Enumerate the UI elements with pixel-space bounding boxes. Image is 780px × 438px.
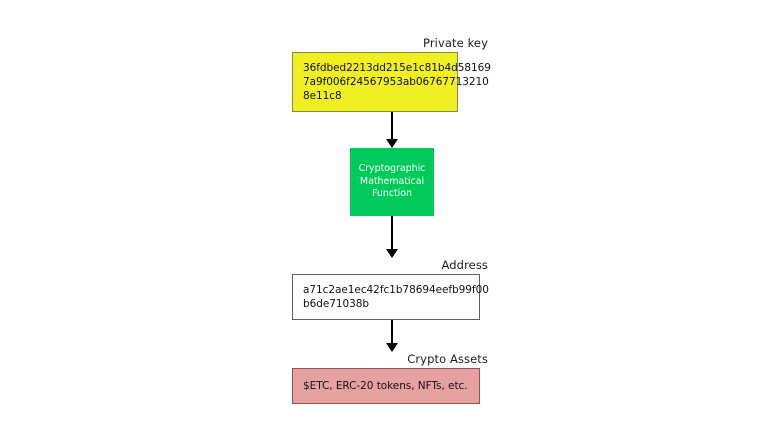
arrow-function-to-address [292,216,492,258]
private-key-value-line-3: 8e11c8 [303,90,342,102]
crypto-assets-label-row: Crypto Assets [292,352,492,366]
crypto-assets-box[interactable]: $ETC, ERC-20 tokens, NFTs, etc. [292,368,480,404]
cryptographic-function-text: Cryptographic Mathematical Function [359,163,426,201]
arrow-shaft [390,320,394,344]
address-label: Address [441,258,488,272]
cryptographic-function-box[interactable]: Cryptographic Mathematical Function [350,148,434,216]
arrow-private-key-to-function [292,112,492,148]
private-key-label-row: Private key [292,36,492,50]
arrow-head-icon [386,343,398,352]
crypto-assets-label: Crypto Assets [407,352,488,366]
address-value-line-1: a71c2ae1ec42fc1b78694eefb99f00 [303,284,489,296]
function-line-3: Function [371,188,412,200]
arrow-head-icon [386,249,398,258]
crypto-assets-value: $ETC, ERC-20 tokens, NFTs, etc. [303,380,468,392]
private-key-box[interactable]: 36fdbed2213dd215e1c81b4d58169 7a9f006f24… [292,52,491,112]
arrow-head-icon [386,139,398,148]
address-label-row: Address [292,258,492,272]
flow-column: Private key 36fdbed2213dd215e1c81b4d5816… [292,36,492,404]
address-box[interactable]: a71c2ae1ec42fc1b78694eefb99f00 b6de71038… [292,274,489,320]
arrow-address-to-assets [292,320,492,352]
arrow-shaft [390,112,394,140]
address-value-line-2: b6de71038b [303,298,370,310]
arrow-shaft [390,216,394,250]
private-key-value-line-1: 36fdbed2213dd215e1c81b4d58169 [303,62,491,74]
private-key-label: Private key [423,36,488,50]
function-line-2: Mathematical [359,175,425,187]
function-line-1: Cryptographic [358,163,426,175]
private-key-value-line-2: 7a9f006f24567953ab06767713210 [303,76,489,88]
